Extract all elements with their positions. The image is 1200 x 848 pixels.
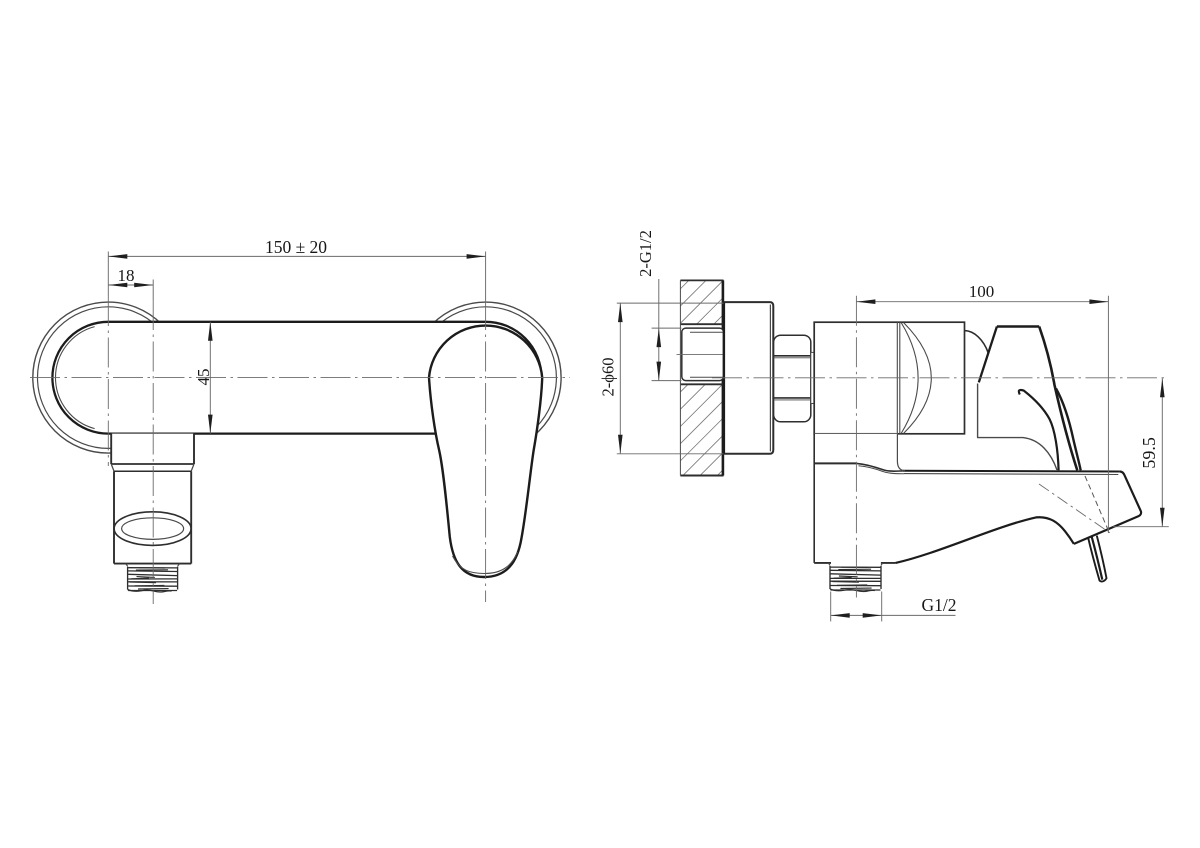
- svg-text:100: 100: [969, 282, 995, 301]
- svg-text:2-G1/2: 2-G1/2: [636, 230, 655, 277]
- svg-text:2-ϕ60: 2-ϕ60: [599, 358, 618, 397]
- svg-text:18: 18: [118, 266, 135, 285]
- svg-text:150 ± 20: 150 ± 20: [265, 237, 327, 257]
- svg-text:G1/2: G1/2: [922, 595, 957, 615]
- svg-text:59.5: 59.5: [1139, 437, 1159, 469]
- svg-text:45: 45: [194, 369, 213, 386]
